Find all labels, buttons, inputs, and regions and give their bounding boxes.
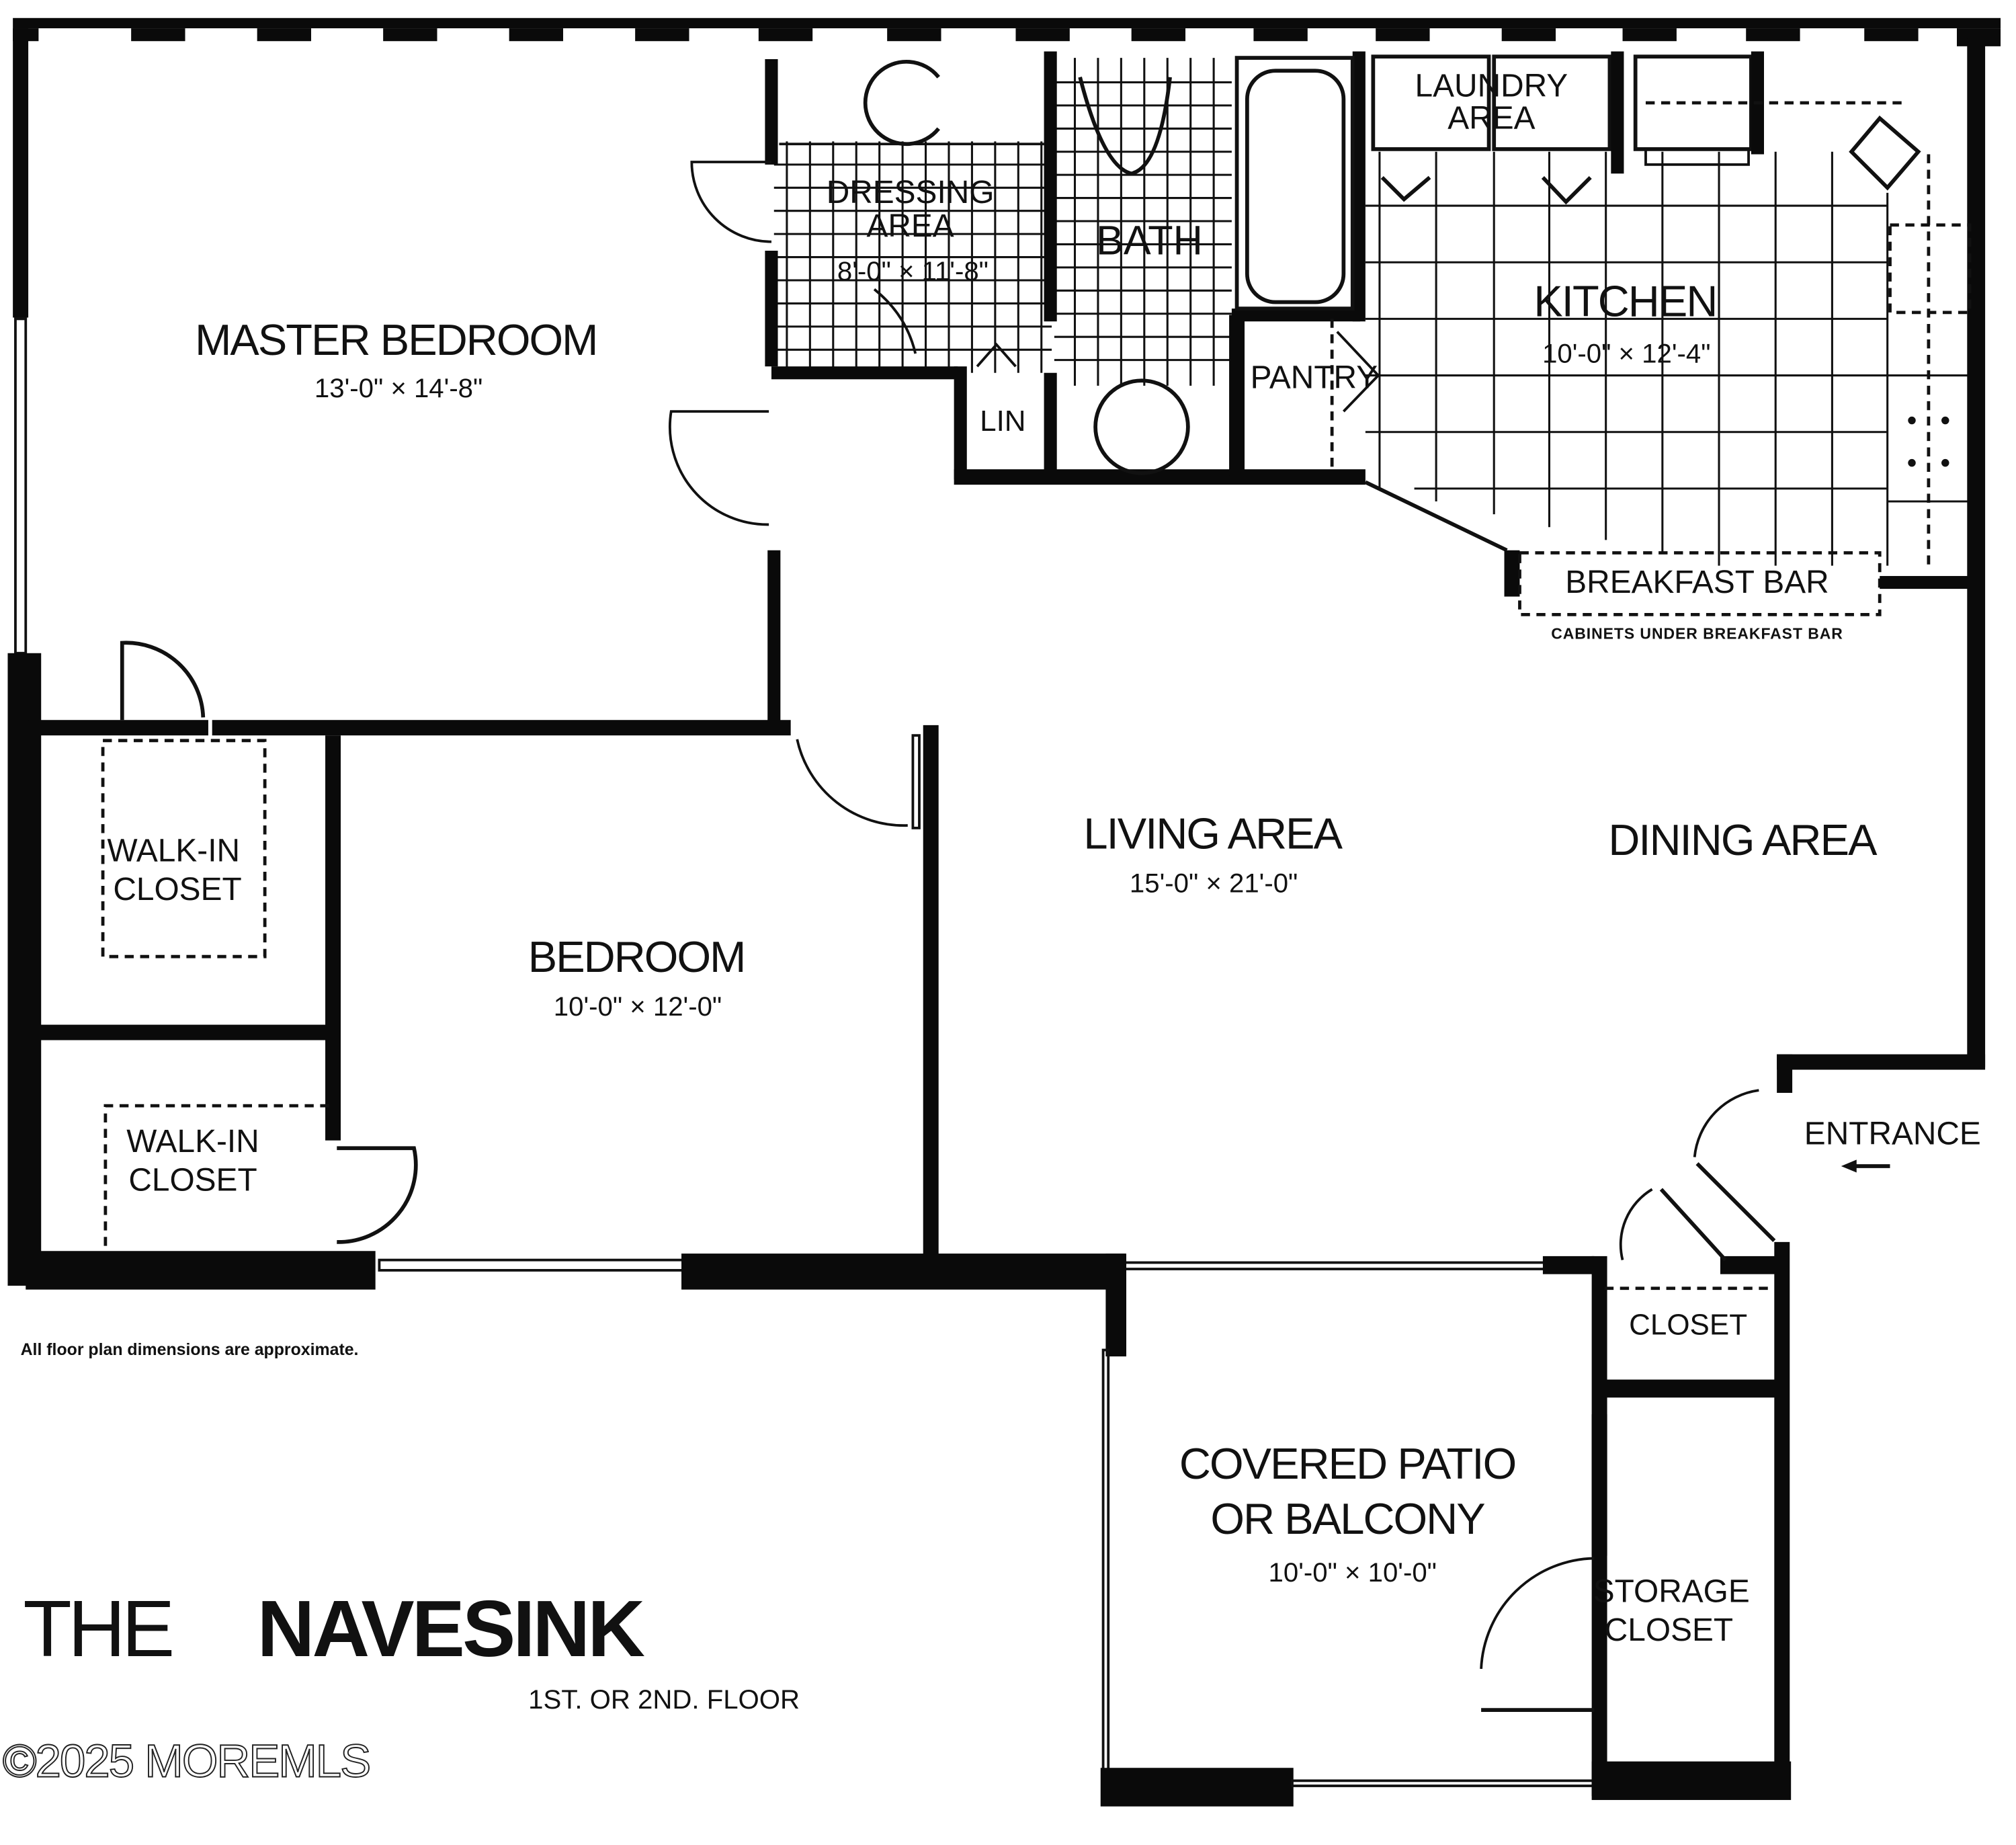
dressing-door-swing <box>690 161 771 243</box>
patio-label-2: OR BALCONY <box>1210 1494 1484 1543</box>
closet-2-door-swing <box>337 1146 418 1244</box>
plan-name-prefix: THE <box>23 1585 172 1674</box>
closet-walls <box>26 735 376 1290</box>
vanity-sink-icon <box>863 60 940 147</box>
left-exterior-wall <box>7 28 42 1286</box>
closet-1-door-swing <box>120 641 206 721</box>
bedroom-window <box>378 1258 687 1272</box>
dressing-label-1: DRESSING <box>827 175 995 210</box>
closet-2-shelf <box>103 1104 329 1252</box>
floor-subtitle: 1ST. OR 2ND. FLOOR <box>528 1684 800 1715</box>
closet-door-arc <box>1619 1188 1653 1261</box>
laundry-door-2 <box>1541 175 1592 205</box>
dryer-icon <box>1492 54 1612 151</box>
master-bedroom-door-swing <box>669 410 769 526</box>
kitchen-dims: 10'-0" × 12'-4" <box>1542 338 1710 368</box>
patio-label-1: COVERED PATIO <box>1179 1439 1515 1488</box>
master-bedroom-dims: 13'-0" × 14'-8" <box>314 373 482 403</box>
entrance-door-arc <box>1693 1089 1759 1157</box>
patio-bottom-rail <box>1290 1779 1595 1787</box>
top-exterior-wall <box>13 17 2001 46</box>
tub-enclosure <box>1234 56 1355 311</box>
fridge-base <box>1644 147 1750 166</box>
master-bedroom-label: MASTER BEDROOM <box>195 315 597 364</box>
dressing-label-2: AREA <box>866 208 954 244</box>
kitchen-tile-grid <box>1365 151 1980 566</box>
storage-label-2: CLOSET <box>1605 1612 1733 1648</box>
bedroom-door-swing <box>796 739 908 827</box>
disclaimer-note: All floor plan dimensions are approximat… <box>21 1340 359 1359</box>
closet-2-label-2: CLOSET <box>128 1162 257 1198</box>
linen-label: LIN <box>980 405 1025 438</box>
copyright-watermark: ©2025 MOREMLS <box>3 1735 370 1787</box>
closet-door-leaf <box>1659 1188 1727 1262</box>
pantry-door <box>1336 331 1380 413</box>
laundry-door-1 <box>1380 175 1431 202</box>
closet-1-label-1: WALK-IN <box>108 833 240 869</box>
closet-1-shelf <box>101 739 267 958</box>
entrance-arrowhead-icon <box>1841 1159 1857 1173</box>
bath-tile-grid <box>1054 58 1232 386</box>
toilet-icon <box>1078 77 1172 176</box>
plan-name: NAVESINK <box>257 1585 645 1674</box>
living-area-label: LIVING AREA <box>1083 809 1343 858</box>
living-area-dims: 15'-0" × 21'-0" <box>1130 868 1298 899</box>
bedroom-walls <box>911 725 939 1255</box>
closet-2-label-1: WALK-IN <box>126 1124 259 1159</box>
dressing-tile-grid <box>773 141 1052 373</box>
dining-area-label: DINING AREA <box>1608 815 1878 864</box>
closet-1-label-2: CLOSET <box>113 872 241 907</box>
kitchen-angled-edge <box>1364 480 1508 552</box>
pantry-label: PANTRY <box>1251 360 1378 396</box>
right-exterior-wall <box>1777 38 1986 1093</box>
patio-dims: 10'-0" × 10'-0" <box>1269 1557 1437 1588</box>
patio-left-rail <box>1101 1348 1110 1776</box>
dishwasher-outline <box>1888 223 1972 315</box>
laundry-label-1: LAUNDRY <box>1415 68 1568 104</box>
storage-door-arc <box>1480 1557 1595 1670</box>
breakfast-bar-note: CABINETS UNDER BREAKFAST BAR <box>1551 625 1843 643</box>
closet-label: CLOSET <box>1629 1309 1747 1342</box>
cooktop-burners-icon <box>1908 416 1949 467</box>
patio-sliding-door <box>1124 1261 1551 1270</box>
laundry-label-2: AREA <box>1447 100 1535 136</box>
corner-sink-icon <box>1849 115 1921 191</box>
bath-walls <box>771 51 1366 485</box>
bath-label: BATH <box>1096 218 1203 263</box>
bedroom-dims: 10'-0" × 12'-0" <box>554 991 722 1022</box>
kitchen-label: KITCHEN <box>1534 277 1716 326</box>
dressing-door-arc <box>873 288 917 354</box>
washer-icon <box>1371 54 1491 151</box>
master-bedroom-walls <box>28 58 791 736</box>
breakfast-bar-label: BREAKFAST BAR <box>1565 565 1829 600</box>
bedroom-label: BEDROOM <box>528 932 745 981</box>
round-sink-icon <box>1093 378 1190 475</box>
bathtub-icon <box>1245 69 1346 304</box>
entrance-label: ENTRANCE <box>1804 1116 1981 1151</box>
entrance-door-leaf <box>1695 1162 1776 1242</box>
dressing-dims: 8'-0" × 11'-8" <box>837 256 989 286</box>
linen-door-mark <box>976 342 1017 368</box>
storage-label-1: STORAGE <box>1593 1573 1750 1609</box>
